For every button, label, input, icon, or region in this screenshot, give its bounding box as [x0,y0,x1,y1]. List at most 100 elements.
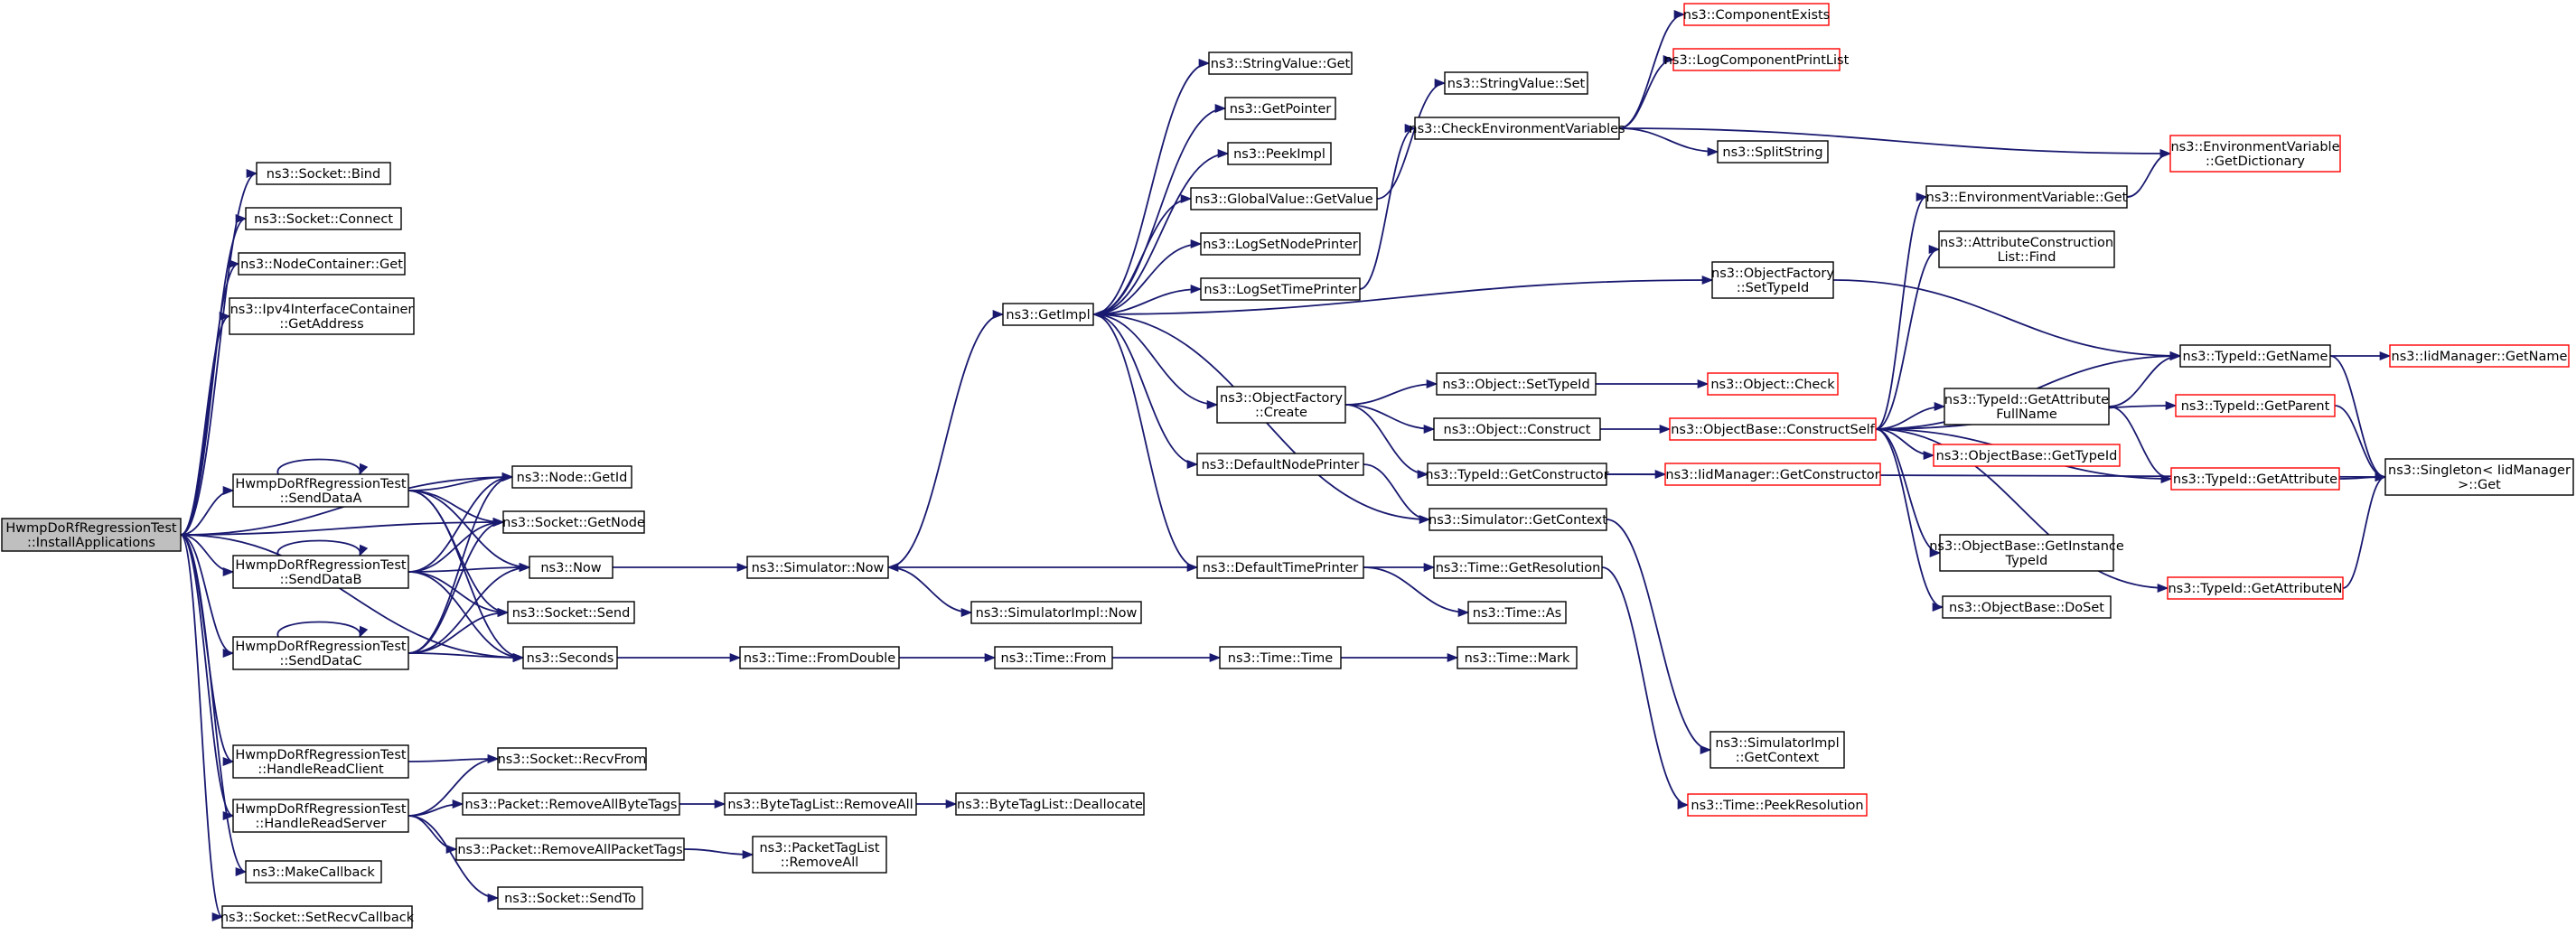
node-sock-sendto[interactable]: ns3::Socket::SendTo [497,886,643,910]
node-tid-getconstructor[interactable]: ns3::TypeId::GetConstructor [1425,463,1609,486]
node-box [2170,467,2340,491]
node-simimpl-getcontext[interactable]: ns3::SimulatorImpl::GetContext [1710,731,1845,769]
node-tid-getname[interactable]: ns3::TypeId::GetName [2179,344,2331,368]
edge-root-to-sendc [180,534,235,658]
node-of-create[interactable]: ns3::ObjectFactory::Create [1216,386,1346,424]
node-box [1467,601,1567,624]
node-time-mark[interactable]: ns3::Time::Mark [1457,646,1578,669]
node-label: ns3::IidManager::GetName [2392,350,2568,364]
node-label: ns3::MakeCallback [252,865,375,880]
node-makecb[interactable]: ns3::MakeCallback [245,860,382,884]
node-obj-settypeid[interactable]: ns3::Object::SetTypeId [1436,372,1597,396]
node-time-from[interactable]: ns3::Time::From [994,646,1113,669]
node-tid-getparent[interactable]: ns3::TypeId::GetParent [2175,394,2336,417]
edge-getimpl-to-peekimpl [1092,148,1230,315]
node-box [502,510,645,534]
node-logsetnodeprinter[interactable]: ns3::LogSetNodePrinter [1200,232,1361,256]
node-box [2389,344,2570,368]
node-tid-getattributen[interactable]: ns3::TypeId::GetAttributeN [2167,576,2344,600]
node-sim-getcontext[interactable]: ns3::Simulator::GetContext [1429,508,1607,531]
node-time-getres[interactable]: ns3::Time::GetResolution [1433,556,1603,579]
node-ob-doset[interactable]: ns3::ObjectBase::DoSet [1942,595,2112,619]
node-envvar-get[interactable]: ns3::EnvironmentVariable::Get [1925,185,2128,209]
node-peekimpl[interactable]: ns3::PeekImpl [1227,142,1332,165]
node-btl-removeall[interactable]: ns3::ByteTagList::RemoveAll [724,792,917,816]
node-sv-set[interactable]: ns3::StringValue::Set [1444,71,1588,95]
node-singleton-get[interactable]: ns3::Singleton< IidManager >::Get [2384,458,2574,496]
node-label: HwmpDoRfRegressionTest [235,748,406,762]
node-recvfrom[interactable]: ns3::Socket::RecvFrom [497,747,647,771]
node-obj-construct[interactable]: ns3::Object::Construct [1433,417,1601,441]
node-sock-bind[interactable]: ns3::Socket::Bind [256,162,391,185]
node-seconds[interactable]: ns3::Seconds [522,646,618,669]
node-sock-send[interactable]: ns3::Socket::Send [507,601,635,624]
node-senda[interactable]: HwmpDoRfRegressionTest::SendDataA [232,473,409,508]
node-label: ns3::ByteTagList::RemoveAll [727,798,913,812]
node-box [955,792,1145,816]
node-logcomponentprintlist[interactable]: ns3::LogComponentPrintList [1664,48,1850,71]
node-ptl-removeall[interactable]: ns3::PacketTagList::RemoveAll [752,836,887,874]
node-box [1227,142,1332,165]
node-iid-getname[interactable]: ns3::IidManager::GetName [2389,344,2570,368]
node-now[interactable]: ns3::Now [529,556,614,579]
node-getimpl[interactable]: ns3::GetImpl [1002,303,1094,326]
node-root[interactable]: HwmpDoRfRegressionTest::InstallApplicati… [1,518,182,552]
node-tid-getattribute[interactable]: ns3::TypeId::GetAttribute [2170,467,2340,491]
node-nc-get[interactable]: ns3::NodeContainer::Get [238,252,406,276]
edge-of_create-to-tid_getconstructor [1344,404,1429,480]
node-label: HwmpDoRfRegressionTest [235,558,406,573]
edge-ob_constructself-to-ob_getinstancetypeid [1875,428,1942,557]
node-setrecvcb[interactable]: ns3::Socket::SetRecvCallback [220,905,415,929]
node-logsettimeprinter[interactable]: ns3::LogSetTimePrinter [1200,277,1361,301]
node-label: ns3::ComponentExists [1683,8,1831,23]
node-sendc[interactable]: HwmpDoRfRegressionTest::SendDataC [232,636,409,670]
node-simimpl-now[interactable]: ns3::SimulatorImpl::Now [970,601,1142,624]
node-ipv4-getaddr[interactable]: ns3::Ipv4InterfaceContainer::GetAddress [229,297,415,335]
edge-tid_getparent-to-singleton_get [2334,405,2387,482]
node-ob-gettypeid[interactable]: ns3::ObjectBase::GetTypeId [1933,444,2121,467]
node-time-as[interactable]: ns3::Time::As [1467,601,1567,624]
node-pkt-rapt[interactable]: ns3::Packet::RemoveAllPacketTags [455,837,685,861]
edge-of_create-to-obj_settypeid [1344,379,1438,406]
node-sock-getnode[interactable]: ns3::Socket::GetNode [502,510,645,534]
node-label: ::GetDictionary [2206,154,2305,169]
node-iid-getconstructor[interactable]: ns3::IidManager::GetConstructor [1664,463,1881,486]
node-getpointer[interactable]: ns3::GetPointer [1224,97,1336,120]
node-box [2384,458,2574,496]
node-box [2175,394,2336,417]
node-box [1216,386,1346,424]
node-time-peekres[interactable]: ns3::Time::PeekResolution [1687,793,1868,817]
node-sock-connect[interactable]: ns3::Socket::Connect [245,207,402,230]
node-box [1196,556,1364,579]
node-label: ns3::SplitString [1722,145,1822,160]
node-hrc[interactable]: HwmpDoRfRegressionTest::HandleReadClient [232,744,409,779]
node-obj-check[interactable]: ns3::Object::Check [1707,372,1839,396]
node-gv-getvalue[interactable]: ns3::GlobalValue::GetValue [1190,187,1378,210]
node-defaulttimeprinter[interactable]: ns3::DefaultTimePrinter [1196,556,1364,579]
node-hrs[interactable]: HwmpDoRfRegressionTest::HandleReadServer [232,799,409,833]
node-label: ns3::GetPointer [1230,102,1332,117]
node-defaultnodeprinter[interactable]: ns3::DefaultNodePrinter [1196,453,1364,476]
node-componentexists[interactable]: ns3::ComponentExists [1683,3,1831,26]
node-label: ns3::ObjectBase::DoSet [1949,601,2104,615]
node-ob-constructself[interactable]: ns3::ObjectBase::ConstructSelf [1669,417,1877,441]
node-node-getid[interactable]: ns3::Node::GetId [511,465,632,489]
node-label: ns3::ObjectBase::GetInstance [1929,539,2124,554]
node-sim-now[interactable]: ns3::Simulator::Now [746,556,889,579]
node-time-fromdouble[interactable]: ns3::Time::FromDouble [739,646,900,669]
node-label: ns3::AttributeConstruction [1940,236,2113,250]
node-label: TypeId [2005,554,2048,568]
node-sv-get[interactable]: ns3::StringValue::Get [1208,51,1353,75]
node-splitstring[interactable]: ns3::SplitString [1717,140,1829,164]
node-checkenv[interactable]: ns3::CheckEnvironmentVariables [1409,117,1625,140]
node-envvar-getdict[interactable]: ns3::EnvironmentVariable::GetDictionary [2169,135,2341,173]
node-sendb[interactable]: HwmpDoRfRegressionTest::SendDataB [232,555,409,589]
node-pkt-rabt[interactable]: ns3::Packet::RemoveAllByteTags [462,792,680,816]
node-of-settypeid[interactable]: ns3::ObjectFactory::SetTypeId [1711,261,1834,299]
node-time-time[interactable]: ns3::Time::Time [1219,646,1342,669]
node-btl-dealloc[interactable]: ns3::ByteTagList::Deallocate [955,792,1145,816]
node-label: ::GetContext [1736,751,1820,765]
